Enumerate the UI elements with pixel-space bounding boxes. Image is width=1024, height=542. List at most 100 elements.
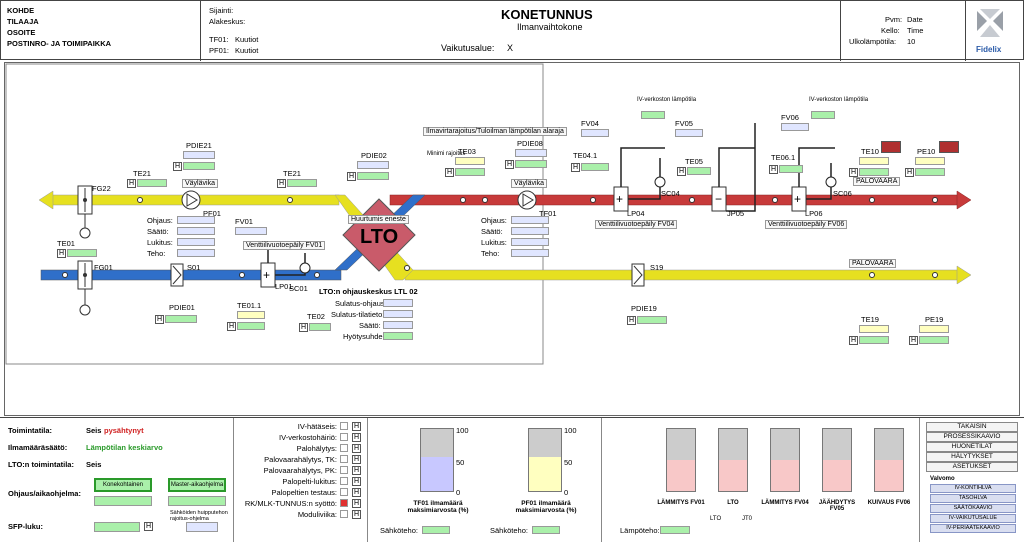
tag-te03: TE03: [458, 147, 476, 156]
nav-button[interactable]: HÄLYTYKSET: [926, 452, 1018, 462]
nav-sub-button[interactable]: SÄÄTÖKAAVIO: [930, 504, 1016, 513]
tag-te10: TE10: [861, 147, 879, 156]
site-line: TILAAJA: [7, 17, 39, 26]
sensor-value: [165, 315, 197, 323]
alarm-indicator: [340, 499, 348, 507]
nav-button[interactable]: ASETUKSET: [926, 462, 1018, 472]
alarm-label: Palovaarahälytys, PK:: [263, 466, 337, 475]
ctrl-value: [177, 227, 215, 235]
sensor-value: [915, 157, 945, 165]
outtemp-label: Ulkolämpötila:: [849, 37, 897, 46]
heat-bar: [718, 428, 748, 492]
tag-sc04: SC04: [661, 189, 680, 198]
ctrl-value: [511, 238, 549, 246]
history-button[interactable]: H: [347, 172, 356, 181]
master-schedule-button[interactable]: Master-aikaohjelma: [168, 478, 226, 492]
sensor-value: [919, 336, 949, 344]
nav-sub-button[interactable]: IV-PERIAATEKAAVIO: [930, 524, 1016, 533]
trend-chart-icon[interactable]: [939, 141, 959, 153]
sensor-value: [675, 129, 703, 137]
scale-label: 0: [564, 488, 569, 497]
history-button[interactable]: H: [352, 510, 361, 519]
history-button[interactable]: H: [127, 179, 136, 188]
status-section: Toimintatila: Seis pysähtynyt Ilmamääräs…: [0, 418, 234, 542]
sfp-label: SFP-luku:: [8, 522, 43, 531]
date-value: Date: [907, 15, 923, 24]
sensor-value: [67, 249, 97, 257]
history-button[interactable]: H: [769, 165, 778, 174]
clock-value: Time: [907, 26, 924, 35]
history-button[interactable]: H: [905, 168, 914, 177]
history-button[interactable]: H: [352, 466, 361, 475]
history-button[interactable]: H: [352, 422, 361, 431]
history-button[interactable]: H: [173, 162, 182, 171]
tag-jp05: JP05: [727, 209, 745, 218]
extract-duct: [404, 269, 962, 281]
fidelix-logo-icon: [973, 7, 1007, 43]
history-button[interactable]: H: [57, 249, 66, 258]
tag-vaylavika: Väylävika: [511, 179, 547, 188]
sensor-value: [811, 111, 835, 119]
scale-label: 50: [456, 458, 465, 467]
lto-ctrl-label: Sulatus-ohjaus:: [335, 299, 387, 308]
tag-pe10: PE10: [917, 147, 936, 156]
nav-sub-button[interactable]: IV-VAIKUTUSALUE: [930, 514, 1016, 523]
history-button[interactable]: H: [571, 163, 580, 172]
sensor-value: [137, 179, 167, 187]
lto-ctrl-value: [383, 299, 413, 307]
brand-name: Fidelix: [976, 45, 1002, 54]
tf01-airflow-bar: [420, 428, 454, 492]
fv04-leak-label: Venttiilivuotoepäily FV04: [595, 220, 678, 229]
history-button[interactable]: H: [277, 179, 286, 188]
tag-te01: TE01: [57, 239, 75, 248]
tag-te06-1: TE06.1: [771, 153, 796, 162]
history-button[interactable]: H: [627, 316, 636, 325]
alarm-label: RK/MLK-TUNNUS:n syöttö:: [244, 499, 337, 508]
nav-button[interactable]: HUONETILAT: [926, 442, 1018, 452]
scale-label: 100: [456, 426, 469, 435]
outdoor-air-duct: [40, 269, 342, 281]
scale-label: 0: [456, 488, 461, 497]
ctrl-label: Lukitus:: [147, 238, 173, 247]
sensor-value: [637, 316, 667, 324]
tag-pdie08: PDIE08: [517, 139, 543, 148]
history-button[interactable]: H: [352, 499, 361, 508]
history-button[interactable]: H: [849, 168, 858, 177]
nav-button[interactable]: PROSESSIKAAVIO: [926, 432, 1018, 442]
nav-sub-button[interactable]: IV-KONTIHLVA: [930, 484, 1016, 493]
history-button[interactable]: H: [299, 323, 308, 332]
history-button[interactable]: H: [677, 167, 686, 176]
nav-sub-button[interactable]: TASOHLVA: [930, 494, 1016, 503]
status-label: Toimintatila:: [8, 426, 53, 435]
nav-button[interactable]: TAKAISIN: [926, 422, 1018, 432]
sensor-value: [581, 129, 609, 137]
tag-pdie01: PDIE01: [169, 303, 195, 312]
tag-pdie21: PDIE21: [186, 141, 212, 150]
jt0-label: JT0: [742, 516, 753, 522]
history-button[interactable]: H: [352, 455, 361, 464]
history-button[interactable]: H: [144, 522, 153, 531]
tag-pf01: PF01: [203, 209, 221, 218]
machine-schedule-button[interactable]: Konekohtainen: [94, 478, 152, 492]
history-button[interactable]: H: [445, 168, 454, 177]
history-button[interactable]: H: [352, 488, 361, 497]
alarm-label: IV-verkostohäiriö:: [279, 433, 337, 442]
history-button[interactable]: H: [849, 336, 858, 345]
history-button[interactable]: H: [909, 336, 918, 345]
tag-s19: S19: [650, 263, 664, 272]
tag-s01: S01: [187, 263, 201, 272]
huurtumis-label: Huurtumis eneste: [348, 215, 409, 224]
heat-power-label: Lämpöteho:: [620, 526, 660, 535]
history-button[interactable]: H: [505, 160, 514, 169]
tag-fv04: FV04: [581, 119, 599, 128]
ctrl-label: Ohjaus:: [147, 216, 173, 225]
history-button[interactable]: H: [227, 322, 236, 331]
location-label: Sijainti:: [209, 6, 234, 15]
history-button[interactable]: H: [155, 315, 164, 324]
history-button[interactable]: H: [352, 433, 361, 442]
history-button[interactable]: H: [352, 477, 361, 486]
trend-chart-icon[interactable]: [881, 141, 901, 153]
heat-power-value: [660, 526, 690, 534]
sensor-value: [309, 323, 331, 331]
history-button[interactable]: H: [352, 444, 361, 453]
